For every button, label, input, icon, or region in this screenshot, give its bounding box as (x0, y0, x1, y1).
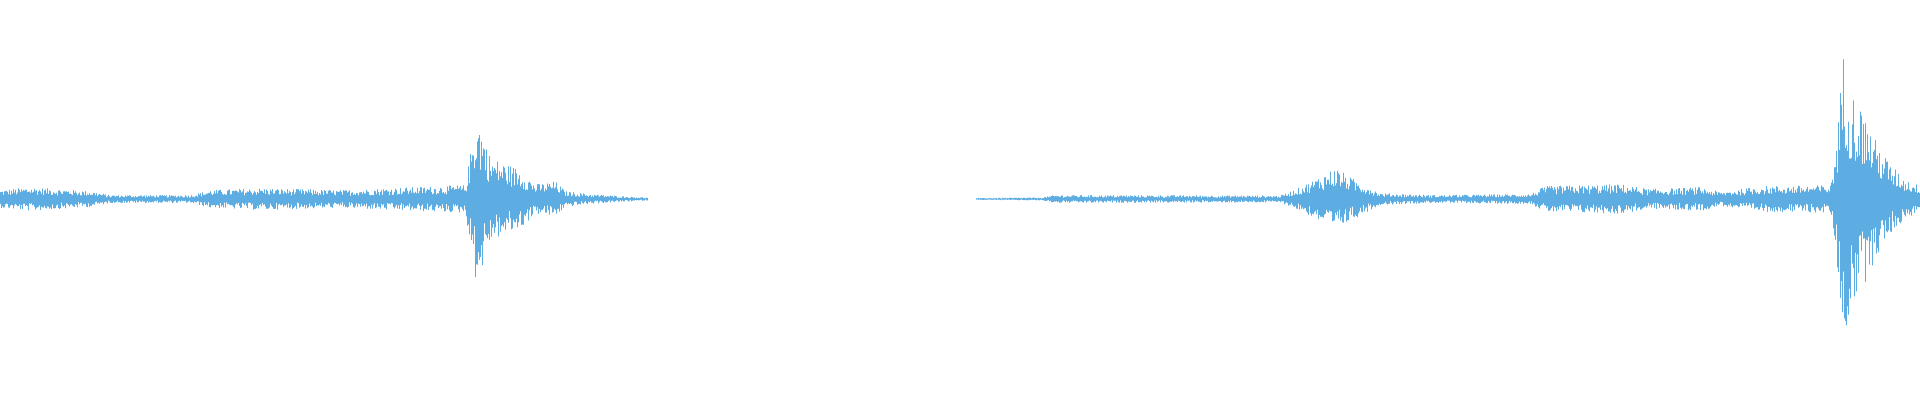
waveform-clip-2[interactable] (976, 59, 1920, 326)
waveform-clip-1[interactable] (0, 135, 648, 278)
